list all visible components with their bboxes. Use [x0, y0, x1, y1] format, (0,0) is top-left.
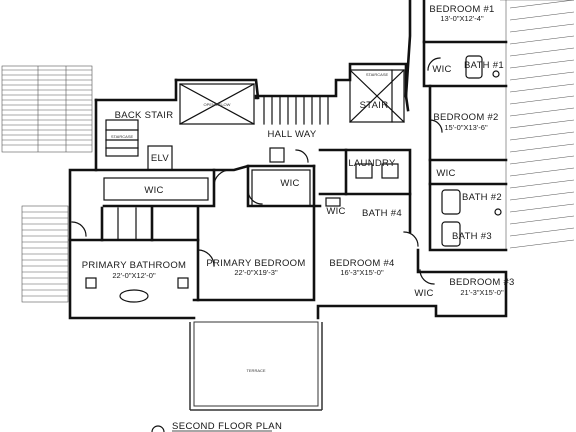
wic-bedroom3-label: WIC: [414, 288, 433, 299]
title-marker-icon: [151, 425, 165, 432]
primary-bathroom-dims: 22'-0"X12'-0": [112, 271, 156, 280]
bath1-label: BATH #1: [464, 60, 504, 71]
roof-hatch-lower-left: [21, 205, 69, 303]
back-stair-label: BACK STAIR: [115, 110, 174, 121]
staircase-note: STAIRCASE: [366, 72, 389, 77]
stair-label: STAIR: [360, 100, 389, 111]
plan-title: SECOND FLOOR PLAN: [172, 421, 282, 432]
bedroom2-label: BEDROOM #2: [433, 112, 498, 123]
bath2-label: BATH #2: [462, 192, 502, 203]
plan-title-group: SECOND FLOOR PLAN: [151, 421, 282, 432]
wic-hall-label: WIC: [280, 178, 299, 189]
roof-hatch-right: [500, 0, 575, 250]
open-below-note: OPEN BELOW: [204, 102, 231, 107]
elevator-label: ELV: [151, 153, 170, 164]
bedroom4-label: BEDROOM #4: [329, 258, 394, 269]
bedroom4-dims: 16'-3"X15'-0": [340, 268, 384, 277]
bath3-label: BATH #3: [452, 231, 492, 242]
bedroom3-label: BEDROOM #3: [449, 277, 514, 288]
wic-bedroom2-label: WIC: [436, 168, 455, 179]
terrace: TERRACE: [189, 321, 323, 411]
roof-hatch-upper-left: [1, 65, 93, 153]
primary-bedroom-label: PRIMARY BEDROOM: [206, 258, 305, 269]
laundry-label: LAUNDRY: [348, 158, 396, 169]
hallway-label: HALL WAY: [267, 129, 316, 140]
bedroom1-label: BEDROOM #1: [429, 4, 494, 15]
back-staircase-note: STAIRCASE: [111, 134, 134, 139]
bath4-label: BATH #4: [362, 208, 402, 219]
wic-primary-label: WIC: [144, 185, 163, 196]
thin-walls: [71, 55, 502, 303]
bedroom2-dims: 15'-0"X13'-6": [444, 123, 488, 132]
wic-bedroom4-label: WIC: [326, 206, 345, 217]
primary-bathroom-label: PRIMARY BATHROOM: [82, 260, 187, 271]
terrace-label: TERRACE: [246, 368, 265, 373]
bedroom3-dims: 21'-3"X15'-0": [460, 288, 504, 297]
bedroom1-dims: 13'-0"X12'-4": [440, 14, 484, 23]
wic-bedroom1-label: WIC: [432, 64, 451, 75]
primary-bedroom-dims: 22'-0"X19'-3": [234, 268, 278, 277]
